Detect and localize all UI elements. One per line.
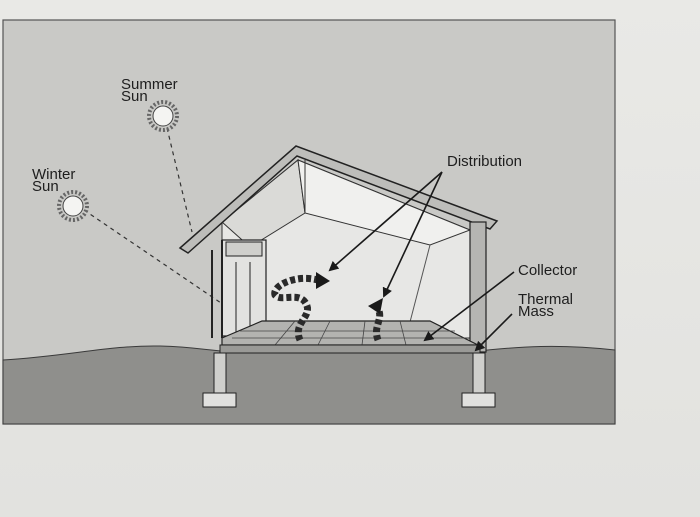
distribution-label: Distribution [447, 153, 522, 170]
distribution-arrow-2 [382, 171, 443, 298]
summer-sun-icon [147, 100, 179, 132]
footing-left [202, 392, 237, 408]
winter-sun-icon [57, 190, 89, 222]
distribution-arrow-1 [328, 171, 443, 272]
right-wall [469, 221, 487, 353]
thermal-mass-slab [219, 344, 481, 354]
summer-sun-ray [166, 127, 193, 233]
swirl-arrowhead-2 [368, 298, 383, 314]
house [178, 145, 499, 408]
summer-sun-label-line2: Sun [121, 88, 148, 105]
winter-sun-label-line1: Winter [32, 166, 75, 183]
thermal-mass-label-line1: Thermal [518, 291, 573, 308]
summer-sun-label-line1: Summer [121, 76, 178, 93]
swirl-arrowhead-1 [316, 272, 330, 289]
pier-right [472, 352, 486, 394]
pier-left [213, 352, 227, 394]
ground [2, 345, 616, 425]
thermal-mass-arrow [474, 313, 513, 352]
winter-sun-ray [83, 209, 256, 327]
collector-arrow [423, 271, 515, 342]
thermal-mass-label-line2: Mass [518, 303, 554, 320]
collector-label: Collector [518, 262, 577, 279]
winter-sun-label-line2: Sun [32, 178, 59, 195]
floor-collector [221, 320, 479, 346]
footing-right [461, 392, 496, 408]
roof [178, 145, 499, 254]
